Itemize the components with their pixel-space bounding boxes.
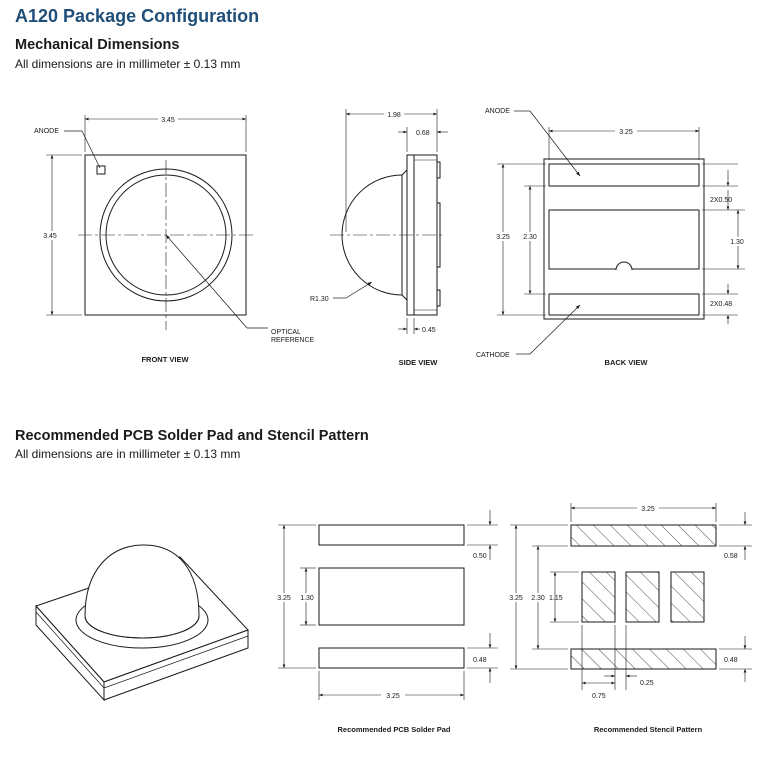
radius-leader [345,281,373,299]
back-pad-bottom-label: 2X0.48 [710,301,732,308]
pcb-solder-pad-drawing [278,510,498,700]
side-overall-label: 1.98 [387,112,401,119]
stencil-aperture-top [570,524,717,547]
pcb-bottom-label: 0.48 [473,657,487,664]
front-width-label: 3.45 [161,117,175,124]
front-view [46,115,268,330]
stencil-width-label: 3.25 [641,506,655,513]
package-3d-lens-front [84,615,200,639]
labels: FRONT VIEW ANODE 3.45 3.45 OPTICAL REFER… [34,108,747,734]
back-cathode-pad [548,293,700,316]
pcb-pad-bottom [318,647,465,669]
back-inner-label: 2.30 [523,234,537,241]
back-anode-pad [548,163,700,187]
back-center-label: 1.30 [730,239,744,246]
pcb-center-label: 1.30 [300,595,314,602]
stencil-gap-label: 0.25 [640,680,654,687]
package-3d-illustration [35,544,249,702]
back-cathode-label: CATHODE [476,352,510,359]
stencil-inner-label: 2.30 [531,595,545,602]
side-top-label: 0.68 [416,130,430,137]
stencil-caption: Recommended Stencil Pattern [594,725,703,734]
side-view-label: SIDE VIEW [399,358,439,367]
stencil-aperture-center-right [670,571,705,623]
back-anode-leader [529,110,581,177]
pcb-height-label: 3.25 [277,595,291,602]
optical-reference-label-2: REFERENCE [271,337,315,344]
side-pad-top [436,161,441,179]
back-cathode-leader [529,304,581,355]
stencil-pitch-label: 0.75 [592,693,606,700]
back-notch [615,261,633,271]
stencil-aperture-bottom [570,648,717,670]
optical-reference-leader [165,234,248,329]
back-package-outline [543,158,705,320]
pcb-pad-top [318,524,465,546]
back-height-label: 3.25 [496,234,510,241]
stencil-height-label: 3.25 [509,595,523,602]
front-view-label: FRONT VIEW [141,355,189,364]
front-anode-label: ANODE [34,128,59,135]
stencil-aperture-center-middle [625,571,660,623]
section-heading-mechanical: Mechanical Dimensions [15,37,180,53]
stencil-pattern-drawing [510,503,752,690]
pcb-top-label: 0.50 [473,553,487,560]
page-title: A120 Package Configuration [15,6,260,26]
section-heading-pcb: Recommended PCB Solder Pad and Stencil P… [15,428,369,444]
pcb-width-label: 3.25 [386,693,400,700]
pcb-pad-center [318,567,465,626]
stencil-top-label: 0.58 [724,553,738,560]
section-note-pcb: All dimensions are in millimeter ± 0.13 … [15,447,241,461]
back-pad-top-label: 2X0.50 [710,197,732,204]
back-anode-label: ANODE [485,108,510,115]
front-height-label: 3.45 [43,233,57,240]
pcb-caption: Recommended PCB Solder Pad [338,725,451,734]
side-view [330,109,448,334]
back-width-label: 3.25 [619,129,633,136]
package-3d-right-side [103,629,249,701]
side-pad-bottom [436,289,441,307]
section-note-mechanical: All dimensions are in millimeter ± 0.13 … [15,57,241,71]
side-radius-label: R1.30 [310,296,329,303]
stencil-aperture-center-left [581,571,616,623]
back-view-label: BACK VIEW [605,358,649,367]
stencil-bottom-label: 0.48 [724,657,738,664]
package-3d-lens-dome [84,544,200,617]
back-view [497,110,745,355]
anode-marker-icon [96,165,106,175]
back-thermal-pad [548,209,700,270]
stencil-center-label: 1.15 [549,595,563,602]
side-base-label: 0.45 [422,327,436,334]
optical-reference-label-1: OPTICAL [271,329,301,336]
